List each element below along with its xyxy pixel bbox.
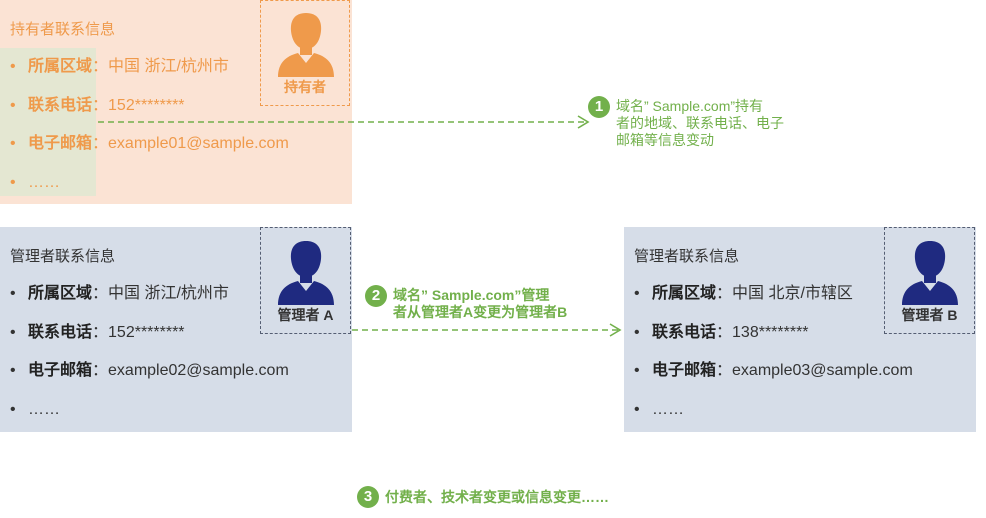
- field-value: ：example01@sample.com: [92, 135, 289, 152]
- note-line: 域名” Sample.com”管理: [393, 287, 550, 303]
- note-line: 邮箱等信息变动: [616, 132, 714, 148]
- admin-a-avatar-box: 管理者 A: [260, 227, 351, 334]
- bullet: •: [10, 96, 16, 114]
- field-value: ：example02@sample.com: [92, 362, 289, 379]
- more-ellipsis: ……: [652, 400, 684, 418]
- admin-b-avatar-box: 管理者 B: [884, 227, 975, 334]
- note-line: 域名” Sample.com”持有: [616, 98, 764, 114]
- field-label: 所属区域: [28, 58, 93, 75]
- note-line: 者的地域、联系电话、电子: [616, 115, 784, 131]
- bullet: •: [634, 362, 640, 379]
- owner-panel-title: 持有者联系信息: [10, 21, 116, 38]
- field-value: ：中国 浙江/杭州市: [92, 58, 229, 75]
- field-label: 电子邮箱: [28, 362, 93, 379]
- bullet: •: [10, 285, 16, 302]
- field-label: 电子邮箱: [28, 135, 93, 152]
- user-silhouette-icon: [902, 241, 958, 305]
- step-number-badge: 1: [588, 96, 610, 118]
- admin-b-contact-panel: 管理者联系信息 • 所属区域：中国 北京/市辖区 • 联系电话：138*******…: [624, 227, 976, 432]
- bullet: •: [10, 400, 16, 418]
- note-line: 者从管理者A变更为管理者B: [393, 304, 568, 320]
- admin-a-field-list: • 所属区域：中国 浙江/杭州市 • 联系电话：152******** • 电子邮箱：…: [10, 275, 289, 429]
- admin-a-contact-panel: 管理者联系信息 • 所属区域：中国 浙江/杭州市 • 联系电话：152*******…: [0, 227, 352, 432]
- note-text: 域名” Sample.com”持有 者的地域、联系电话、电子 邮箱等信息变动: [616, 98, 816, 149]
- admin-a-field-region: • 所属区域：中国 浙江/杭州市: [10, 275, 289, 314]
- owner-field-email: • 电子邮箱：example01@sample.com: [10, 125, 289, 164]
- step-number-badge: 3: [357, 486, 379, 508]
- owner-field-more: • ……: [10, 164, 289, 203]
- owner-field-phone: • 联系电话：152********: [10, 87, 289, 126]
- admin-b-field-region: • 所属区域：中国 北京/市辖区: [634, 275, 913, 314]
- field-value: ：中国 浙江/杭州市: [92, 285, 229, 302]
- bullet: •: [10, 323, 16, 341]
- admin-a-panel-title: 管理者联系信息: [10, 248, 116, 265]
- more-ellipsis: ……: [28, 173, 60, 191]
- owner-field-list: • 所属区域：中国 浙江/杭州市 • 联系电话：152******** • 电子邮箱：…: [10, 48, 289, 202]
- owner-avatar-box: 持有者: [260, 0, 350, 106]
- owner-contact-panel: 持有者联系信息 • 所属区域：中国 浙江/杭州市 • 联系电话：152*******…: [0, 0, 352, 204]
- note-text: 付费者、技术者变更或信息变更……: [385, 489, 645, 506]
- bullet: •: [10, 135, 16, 152]
- admin-a-avatar-label: 管理者 A: [277, 307, 334, 323]
- admin-b-field-more: • ……: [634, 391, 913, 430]
- admin-b-field-email: • 电子邮箱：example03@sample.com: [634, 352, 913, 391]
- arrow-admin-change: [352, 323, 622, 337]
- field-value: ：152********: [92, 323, 185, 341]
- admin-b-field-phone: • 联系电话：138********: [634, 314, 913, 353]
- bullet: •: [10, 58, 16, 75]
- field-label: 所属区域: [28, 285, 93, 302]
- changed-fields-highlight: [0, 48, 96, 196]
- admin-a-field-email: • 电子邮箱：example02@sample.com: [10, 352, 289, 391]
- admin-b-panel-title: 管理者联系信息: [634, 248, 740, 265]
- admin-b-avatar-label: 管理者 B: [901, 307, 958, 323]
- admin-a-field-more: • ……: [10, 391, 289, 430]
- user-silhouette-icon: [278, 241, 334, 305]
- field-value: ：152********: [92, 96, 185, 114]
- step-number-badge: 2: [365, 285, 387, 307]
- more-ellipsis: ……: [28, 400, 60, 418]
- admin-a-field-phone: • 联系电话：152********: [10, 314, 289, 353]
- bullet: •: [634, 285, 640, 302]
- arrow-owner-change: [98, 115, 590, 129]
- user-silhouette-icon: [278, 13, 334, 77]
- field-label: 联系电话: [652, 323, 717, 341]
- bullet: •: [634, 400, 640, 418]
- note-line: 付费者、技术者变更或信息变更……: [385, 489, 609, 505]
- note-text: 域名” Sample.com”管理 者从管理者A变更为管理者B: [393, 287, 613, 321]
- field-label: 所属区域: [652, 285, 717, 302]
- field-value: ：中国 北京/市辖区: [716, 285, 853, 302]
- field-label: 联系电话: [28, 96, 93, 114]
- bullet: •: [10, 173, 16, 191]
- owner-field-region: • 所属区域：中国 浙江/杭州市: [10, 48, 289, 87]
- field-value: ：example03@sample.com: [716, 362, 913, 379]
- field-label: 联系电话: [28, 323, 93, 341]
- admin-b-field-list: • 所属区域：中国 北京/市辖区 • 联系电话：138******** • 电子邮箱：…: [634, 275, 913, 429]
- owner-avatar-label: 持有者: [284, 79, 326, 95]
- bullet: •: [634, 323, 640, 341]
- field-label: 电子邮箱: [652, 362, 717, 379]
- field-value: ：138********: [716, 323, 809, 341]
- bullet: •: [10, 362, 16, 379]
